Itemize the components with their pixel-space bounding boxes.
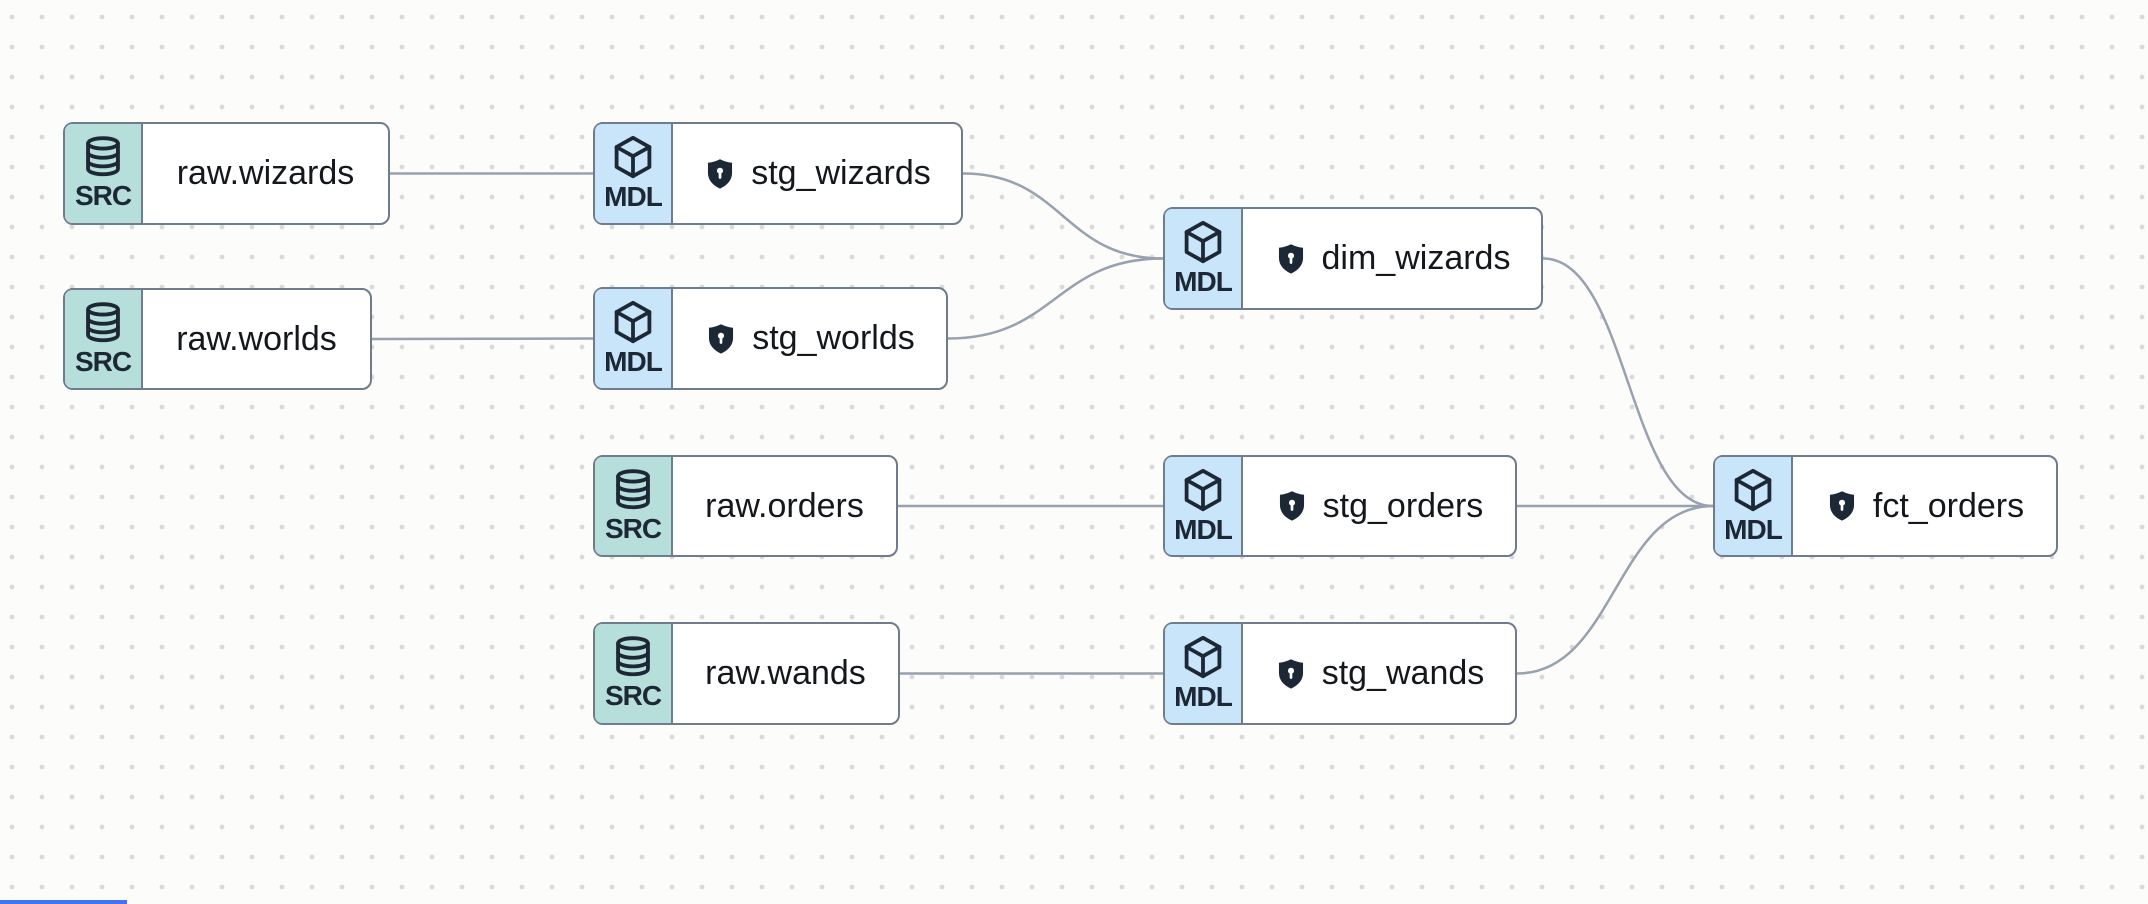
- node-body: stg_wands: [1243, 624, 1515, 723]
- node-raw_wizards[interactable]: SRC raw.wizards: [63, 122, 390, 225]
- node-raw_orders[interactable]: SRC raw.orders: [593, 455, 898, 557]
- node-body: raw.wands: [673, 624, 898, 723]
- node-raw_worlds[interactable]: SRC raw.worlds: [63, 288, 372, 390]
- node-body: raw.orders: [673, 457, 896, 555]
- node-body: stg_wizards: [673, 124, 961, 223]
- node-body: stg_worlds: [673, 289, 946, 388]
- type-badge-label: SRC: [604, 680, 662, 712]
- node-label: raw.wizards: [176, 154, 355, 192]
- node-label: raw.orders: [705, 486, 864, 525]
- cube-icon: [1734, 468, 1772, 511]
- type-badge-label: MDL: [604, 346, 663, 378]
- node-label: stg_orders: [1322, 486, 1484, 525]
- canvas-edge-accent: [0, 900, 127, 904]
- type-badge-section: MDL: [1165, 624, 1243, 723]
- node-stg_orders[interactable]: MDL stg_orders: [1163, 455, 1517, 557]
- node-stg_wizards[interactable]: MDL stg_wizards: [593, 122, 963, 225]
- node-label: stg_worlds: [752, 319, 915, 357]
- node-label: dim_wizards: [1321, 239, 1511, 277]
- shield-icon: [1829, 491, 1854, 521]
- node-label: stg_wizards: [751, 154, 931, 192]
- type-badge-label: MDL: [604, 181, 663, 213]
- node-body: raw.wizards: [143, 124, 388, 223]
- type-badge-section: MDL: [595, 289, 673, 388]
- cube-icon: [614, 136, 652, 179]
- cube-icon: [614, 301, 652, 344]
- shield-icon: [1279, 491, 1304, 521]
- shield-icon: [1278, 658, 1303, 689]
- node-stg_worlds[interactable]: MDL stg_worlds: [593, 287, 948, 390]
- node-body: fct_orders: [1793, 457, 2056, 555]
- type-badge-section: SRC: [65, 124, 143, 223]
- node-body: raw.worlds: [143, 290, 370, 388]
- type-badge-section: MDL: [1715, 457, 1793, 555]
- type-badge-label: SRC: [74, 345, 132, 377]
- node-body: stg_orders: [1243, 457, 1515, 555]
- type-badge-label: MDL: [1724, 513, 1783, 545]
- node-stg_wands[interactable]: MDL stg_wands: [1163, 622, 1517, 725]
- type-badge-section: MDL: [595, 124, 673, 223]
- type-badge-label: MDL: [1174, 513, 1233, 545]
- type-badge-label: MDL: [1174, 266, 1233, 298]
- database-icon: [616, 636, 650, 677]
- database-icon: [86, 136, 120, 177]
- type-badge-section: MDL: [1165, 457, 1243, 555]
- cube-icon: [1184, 221, 1222, 264]
- database-icon: [616, 469, 650, 509]
- type-badge-section: SRC: [65, 290, 143, 388]
- node-body: dim_wizards: [1243, 209, 1541, 308]
- type-badge-label: SRC: [604, 512, 662, 544]
- shield-icon: [709, 323, 734, 354]
- type-badge-section: SRC: [595, 624, 673, 723]
- type-badge-label: MDL: [1174, 681, 1233, 713]
- type-badge-section: SRC: [595, 457, 673, 555]
- node-label: raw.worlds: [176, 319, 337, 358]
- cube-icon: [1184, 468, 1222, 511]
- node-dim_wizards[interactable]: MDL dim_wizards: [1163, 207, 1543, 310]
- shield-icon: [708, 158, 733, 189]
- shield-icon: [1278, 243, 1303, 274]
- node-label: fct_orders: [1872, 486, 2025, 525]
- type-badge-section: MDL: [1165, 209, 1243, 308]
- type-badge-label: SRC: [74, 180, 132, 212]
- node-label: raw.wands: [705, 654, 866, 692]
- node-fct_orders[interactable]: MDL fct_orders: [1713, 455, 2058, 557]
- node-label: stg_wands: [1321, 654, 1485, 692]
- database-icon: [86, 302, 120, 342]
- cube-icon: [1184, 636, 1222, 679]
- node-raw_wands[interactable]: SRC raw.wands: [593, 622, 900, 725]
